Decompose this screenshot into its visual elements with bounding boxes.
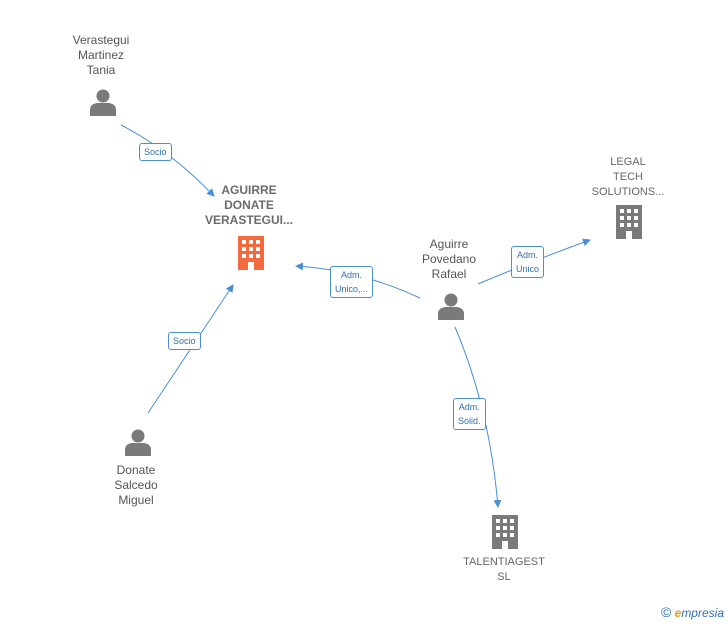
edge-label-line: Unico xyxy=(516,264,540,274)
node-label-line: DONATE xyxy=(224,198,274,212)
node-label-legal-tech[interactable]: LEGAL TECH SOLUTIONS... xyxy=(558,155,698,200)
brand-first-letter: e xyxy=(674,606,682,620)
edge-label-line: Adm. xyxy=(517,250,539,260)
edge-label-line: Adm. xyxy=(458,402,480,412)
node-label-aguirre-donate[interactable]: AGUIRRE DONATE VERASTEGUI... xyxy=(179,183,319,228)
edge-label-line: Solid. xyxy=(458,416,481,426)
node-label-line: Rafael xyxy=(431,267,467,281)
node-label-line: VERASTEGUI... xyxy=(204,213,293,227)
node-label-line: Salcedo xyxy=(114,478,158,492)
building-icon[interactable] xyxy=(490,515,520,549)
node-label-talentiagest[interactable]: TALENTIAGEST SL xyxy=(434,555,574,585)
edge-label-line: Adm. xyxy=(341,270,363,280)
node-label-line: Donate xyxy=(116,463,156,477)
node-label-line: SOLUTIONS... xyxy=(591,186,665,198)
edge-label-adm-unico[interactable]: Adm. Unico xyxy=(511,246,545,278)
edge-label-adm-unico-dots[interactable]: Adm. Unico,... xyxy=(330,266,374,298)
node-label-line: Aguirre xyxy=(429,237,469,251)
node-label-line: TECH xyxy=(613,171,643,183)
edge-label-adm-solid[interactable]: Adm. Solid. xyxy=(453,398,486,430)
person-icon[interactable] xyxy=(437,292,465,320)
edge-label-line: Socio xyxy=(144,147,167,157)
node-label-line: TALENTIAGEST xyxy=(463,556,545,568)
node-label-line: SL xyxy=(497,571,511,583)
edge-label-line: Unico,... xyxy=(335,284,369,294)
empresia-watermark: © empresia xyxy=(661,604,724,620)
node-label-line: Miguel xyxy=(118,493,154,507)
node-label-line: AGUIRRE xyxy=(221,183,277,197)
node-label-aguirre-povedano[interactable]: Aguirre Povedano Rafael xyxy=(379,237,519,282)
node-label-verastegui[interactable]: Verastegui Martinez Tania xyxy=(31,33,171,78)
edge-label-socio-top[interactable]: Socio xyxy=(139,143,172,161)
node-label-line: Verastegui xyxy=(72,33,130,47)
node-label-donate-salcedo[interactable]: Donate Salcedo Miguel xyxy=(66,463,206,508)
edge-label-socio-bottom[interactable]: Socio xyxy=(168,332,201,350)
node-label-line: LEGAL xyxy=(610,156,646,168)
copyright-symbol: © xyxy=(660,604,672,620)
node-label-line: Martinez xyxy=(77,48,124,62)
building-icon[interactable] xyxy=(614,205,644,239)
person-icon[interactable] xyxy=(124,428,152,456)
person-icon[interactable] xyxy=(89,88,117,116)
node-label-line: Povedano xyxy=(421,252,477,266)
node-label-line: Tania xyxy=(86,63,116,77)
edge-label-line: Socio xyxy=(173,336,196,346)
brand-rest: mpresia xyxy=(681,606,724,620)
building-icon-focus[interactable] xyxy=(236,236,266,270)
